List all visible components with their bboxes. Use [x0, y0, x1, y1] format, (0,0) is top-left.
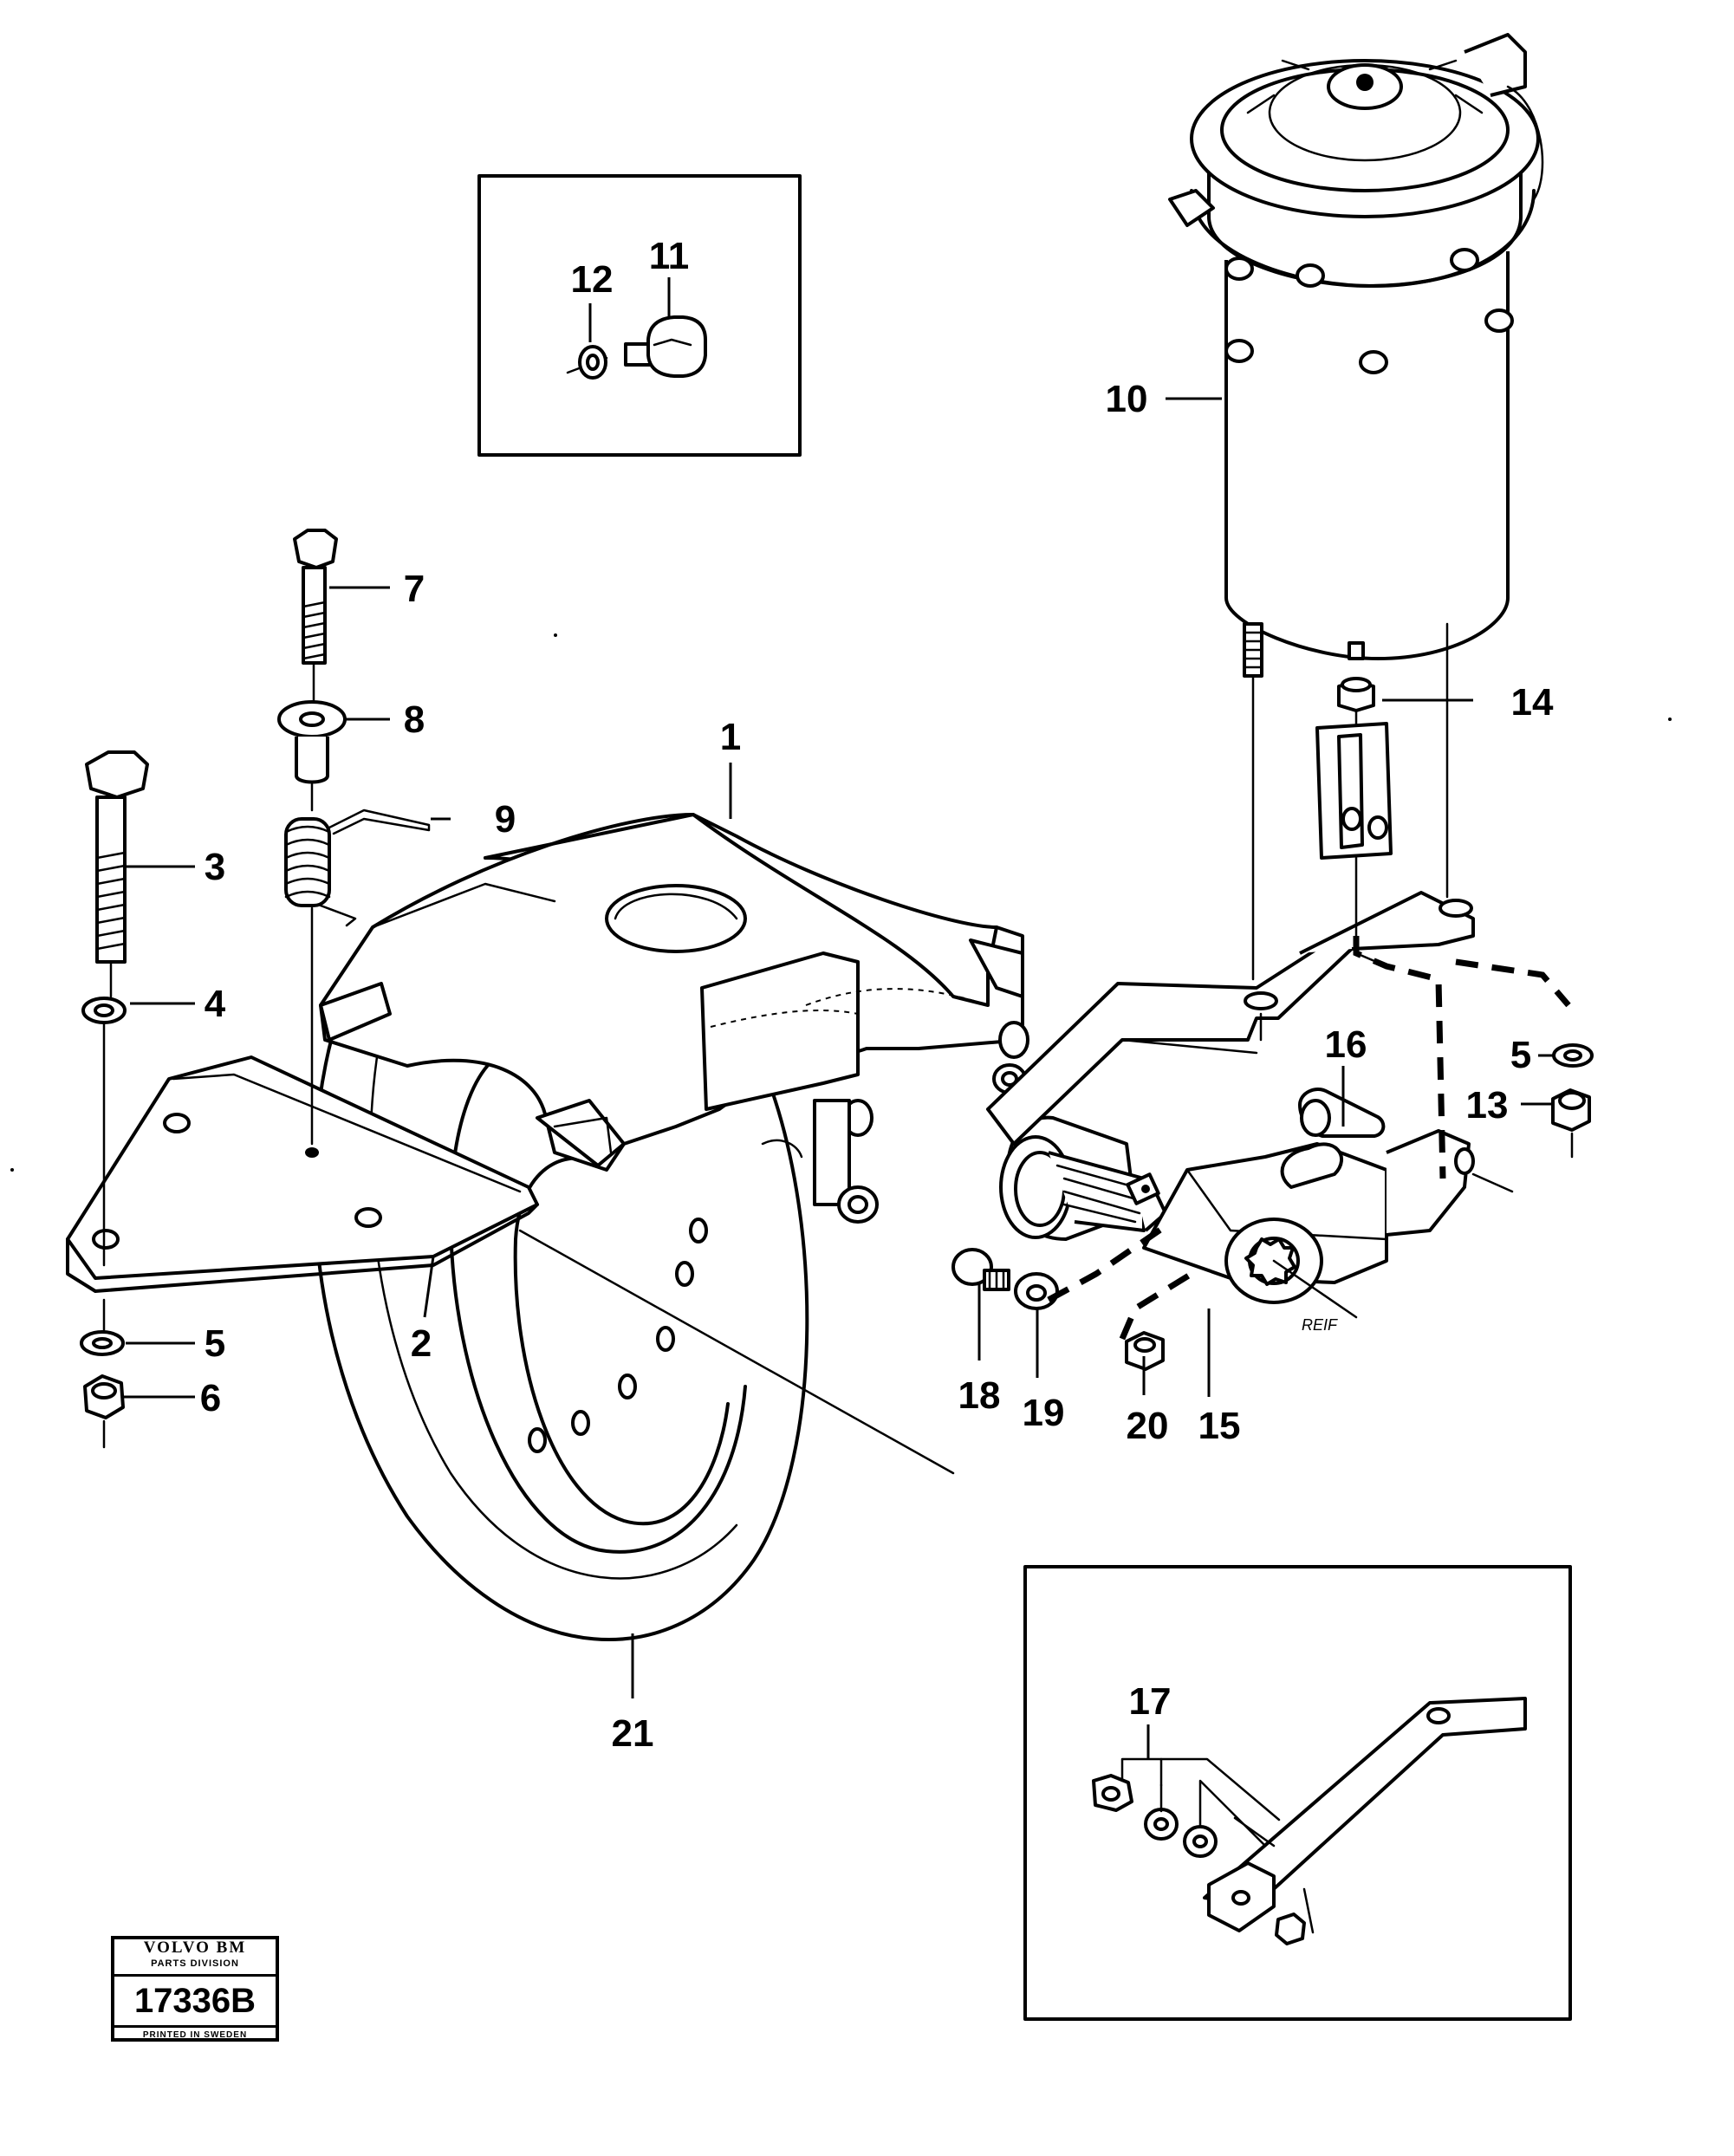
callout-21: 21	[612, 1712, 654, 1755]
bolt-3	[85, 750, 149, 998]
callout-16: 16	[1325, 1023, 1367, 1066]
callout-7: 7	[404, 568, 425, 610]
bushing-8	[277, 700, 347, 812]
brake-caliper	[319, 813, 1029, 1224]
callout-1: 1	[720, 716, 741, 758]
callout-5-right: 5	[1510, 1034, 1531, 1076]
stamp-footer: PRINTED IN SWEDEN	[142, 2030, 248, 2040]
washer-5-left	[80, 1298, 125, 1356]
callout-11: 11	[649, 235, 690, 277]
chamber-studs	[1224, 248, 1514, 374]
callout-18: 18	[958, 1374, 1001, 1417]
callout-14: 14	[1511, 681, 1554, 724]
callout-numbers: 1 2 3 4 5 5 6 7 8 9 10 11 12 13 14 15 16…	[200, 235, 1554, 1755]
callout-19: 19	[1023, 1392, 1065, 1434]
washer-19	[1014, 1272, 1059, 1310]
inset-detail-bracket	[1023, 1565, 1572, 2021]
leader-lines	[121, 397, 1554, 1759]
washer-5-right	[1552, 1043, 1594, 1068]
brake-chamber	[1168, 33, 1544, 981]
callout-6: 6	[200, 1377, 221, 1419]
callout-5-left: 5	[205, 1322, 225, 1365]
drawing-note: REIF	[1302, 1316, 1338, 1334]
callout-17: 17	[1129, 1680, 1172, 1723]
nut-20	[1125, 1331, 1165, 1371]
disc-bolt-holes	[528, 1218, 708, 1453]
washer-4	[81, 997, 127, 1267]
callout-3: 3	[205, 846, 225, 888]
callout-4: 4	[205, 983, 226, 1025]
callout-2: 2	[411, 1322, 432, 1365]
cylinder-bracket	[986, 891, 1475, 1146]
callout-9: 9	[495, 798, 516, 841]
volvo-bm-parts-stamp: VOLVO BM PARTS DIVISION 17336B PRINTED I…	[111, 1936, 279, 2042]
shaft-assembly	[999, 1115, 1167, 1241]
nut-13	[1551, 1088, 1591, 1159]
bolt-16	[1298, 1088, 1386, 1138]
mounting-plate	[66, 1055, 539, 1293]
stamp-drawing-code: 17336B	[114, 1977, 276, 2028]
stamp-brand: VOLVO BM	[143, 1938, 247, 1957]
callout-15: 15	[1198, 1405, 1241, 1447]
assembly-dashed-lines	[1047, 936, 1571, 1341]
callout-12: 12	[571, 258, 614, 301]
slack-adjuster: REIF	[1142, 1129, 1514, 1334]
stamp-division: PARTS DIVISION	[151, 1958, 239, 1969]
inset-detail-seal	[477, 174, 802, 457]
nut-6	[83, 1374, 125, 1449]
callout-13: 13	[1466, 1084, 1509, 1127]
bolt-7	[293, 529, 338, 708]
callout-8: 8	[404, 698, 425, 741]
callout-20: 20	[1127, 1405, 1169, 1447]
bolt-18	[951, 1248, 1010, 1291]
spring-9	[284, 808, 431, 1146]
callout-10: 10	[1106, 378, 1148, 420]
